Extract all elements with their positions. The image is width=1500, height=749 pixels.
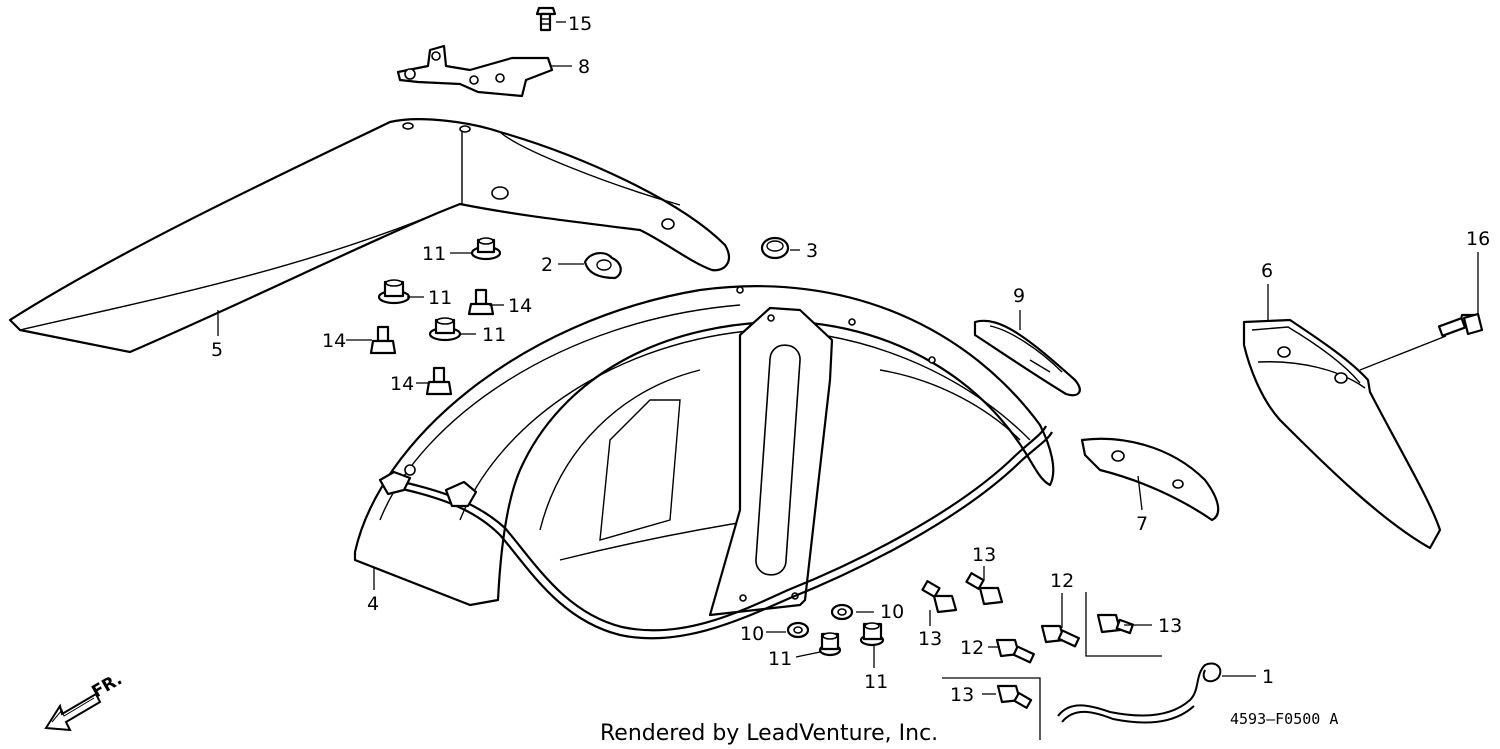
grouping-lines: [942, 592, 1162, 740]
callout-10-a: 10: [880, 601, 904, 623]
callout-12-a: 12: [1050, 570, 1074, 592]
callout-13-b: 13: [972, 544, 996, 566]
callout-13-d: 13: [950, 684, 974, 706]
callout-labels: 15 8 11 2 3 11 14 11 14 14 5 4 9 7 6 16 …: [211, 13, 1490, 706]
part-9-trim-strip[interactable]: [973, 319, 1081, 397]
callout-9: 9: [1013, 285, 1025, 307]
callout-11-c: 11: [482, 324, 506, 346]
callout-11-e: 11: [864, 671, 888, 693]
callout-15: 15: [568, 13, 592, 35]
callout-3: 3: [806, 240, 818, 262]
part-4-rear-fender[interactable]: [353, 285, 1055, 607]
part-14-bolt-a[interactable]: [467, 288, 495, 316]
part-11-collar-a[interactable]: [470, 237, 502, 261]
part-5-front-fender[interactable]: [8, 118, 730, 354]
callout-5: 5: [211, 339, 223, 361]
callout-13-c: 13: [1158, 615, 1182, 637]
part-15-bolt[interactable]: [535, 6, 557, 32]
part-2-grommet[interactable]: [583, 252, 622, 280]
footer-credit: Rendered by LeadVenture, Inc.: [600, 721, 938, 746]
part-12-bolt-b[interactable]: [995, 638, 1035, 664]
part-13-bolt-c[interactable]: [1096, 613, 1135, 635]
part-11-collar-d[interactable]: [818, 632, 842, 657]
part-13-bolt-b[interactable]: [965, 572, 1004, 606]
part-12-bolt-a[interactable]: [1040, 624, 1080, 648]
fender-rail: [378, 425, 1053, 640]
callout-16: 16: [1466, 228, 1490, 250]
callout-12-b: 12: [960, 637, 984, 659]
callout-14-a: 14: [508, 295, 532, 317]
part-13-bolt-a[interactable]: [921, 580, 958, 614]
part-16-bolt[interactable]: [1437, 312, 1484, 337]
part-14-bolt-b[interactable]: [369, 325, 397, 355]
callout-11-b: 11: [428, 287, 452, 309]
front-direction-arrow: FR.: [44, 669, 126, 732]
part-3-cap[interactable]: [760, 236, 790, 260]
callout-8: 8: [578, 56, 590, 78]
diagram-code: 4593–F0500 A: [1230, 710, 1338, 728]
part-11-collar-b[interactable]: [377, 279, 411, 305]
part-14-bolt-c[interactable]: [425, 366, 453, 396]
part-11-collar-e[interactable]: [859, 622, 885, 647]
part-10-washer-b[interactable]: [786, 621, 810, 639]
callout-1: 1: [1262, 666, 1274, 688]
callout-4: 4: [367, 593, 379, 615]
callout-14-c: 14: [390, 373, 414, 395]
callout-10-b: 10: [740, 623, 764, 645]
callout-2: 2: [541, 254, 553, 276]
part-1-wire-clip[interactable]: [1057, 662, 1222, 724]
part-11-collar-c[interactable]: [428, 317, 462, 342]
callout-6: 6: [1261, 260, 1273, 282]
fender-center-strap: [708, 306, 834, 617]
part-10-washer-a[interactable]: [830, 603, 854, 621]
callout-11-a: 11: [422, 243, 446, 265]
callout-11-d: 11: [768, 648, 792, 670]
callout-13-a: 13: [918, 628, 942, 650]
callout-7: 7: [1136, 513, 1148, 535]
part-13-bolt-d[interactable]: [996, 684, 1033, 709]
callout-14-b: 14: [322, 330, 346, 352]
leader-lines: [217, 21, 1479, 695]
part-8-bracket[interactable]: [396, 44, 554, 98]
part-7-side-trim[interactable]: [1080, 437, 1220, 522]
part-6-plate-bracket[interactable]: [1242, 318, 1442, 550]
